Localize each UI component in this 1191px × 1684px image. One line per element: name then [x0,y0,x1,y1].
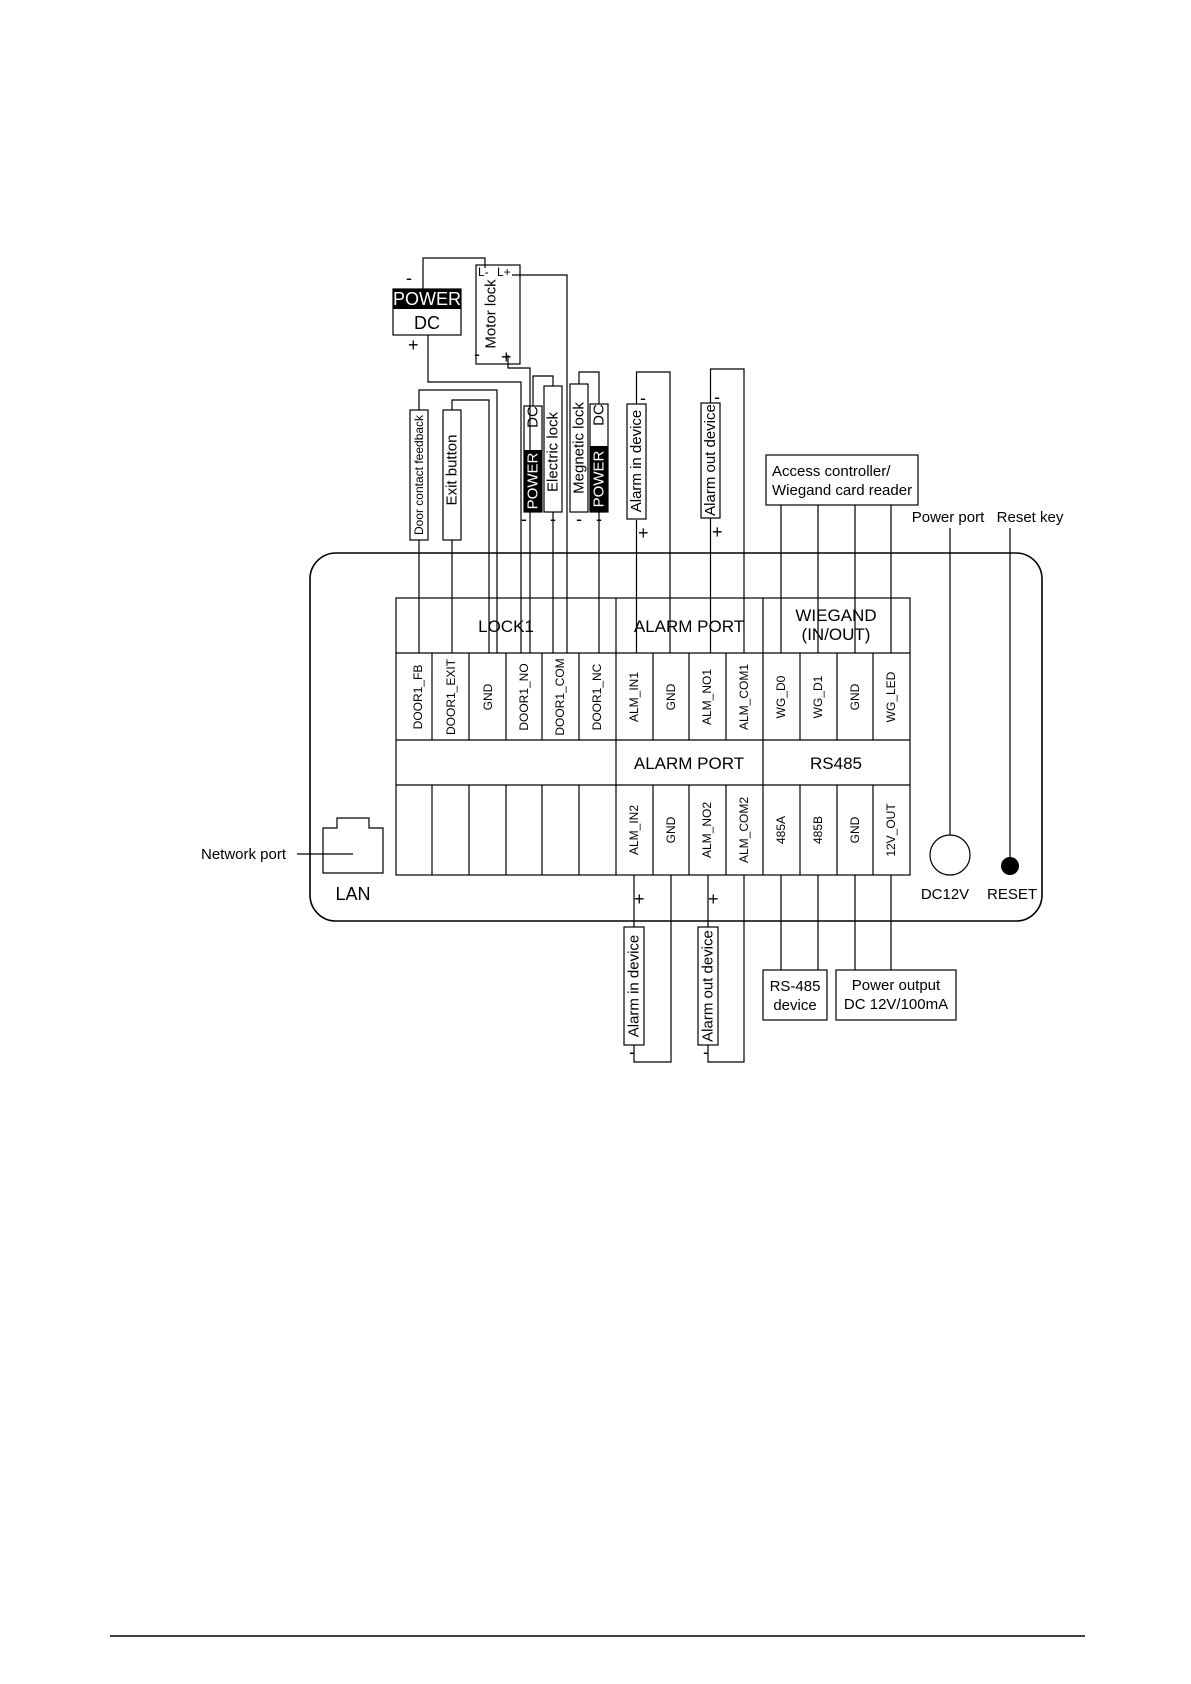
pin-label: 485A [774,816,788,844]
pin-label: WG_D0 [774,675,788,718]
power-right-fill [590,446,608,512]
power-top-label: POWER [393,289,461,309]
device-housing [309,552,1043,922]
pin-label: ALM_COM2 [737,797,751,863]
dc-right-label: DC [591,404,608,426]
pin-label: DOOR1_NO [517,663,531,730]
network-port-label: Network port [201,846,287,863]
power-right-label: POWER [591,451,608,508]
power-left-label: POWER [525,453,542,510]
power-top-fill [393,289,461,309]
alarm-in-bottom-label: Alarm in device [626,935,643,1038]
dc12v-label: DC12V [921,886,969,903]
plus-sign: + [712,522,723,542]
minus-sign: - [703,1042,709,1062]
alarm-out-bottom-label: Alarm out device [700,930,717,1042]
pin-label: WG_LED [884,671,898,722]
motor-lock-l-plus: L+ [497,265,511,279]
pin-label: GND [848,683,862,710]
alarm-out-top-label: Alarm out device [702,404,719,516]
plus-sign: + [634,889,645,909]
wiegand-reader-label: Wiegand card reader [772,482,912,499]
pin-label: WG_D1 [811,675,825,718]
minus-sign: - [640,388,646,408]
dc-left-label: DC [525,406,542,428]
pin-label: ALM_IN1 [627,672,641,722]
pin-label: ALM_COM1 [737,664,751,730]
minus-sign: - [406,268,412,288]
power-output-label: Power output [852,977,941,994]
plus-sign: + [408,335,419,355]
rs485-device-label: RS-485 [770,978,821,995]
rs485-device-box [762,969,828,1021]
pin-label: GND [664,816,678,843]
power-port-label: Power port [912,509,985,526]
section-rs485: RS485 [810,754,862,773]
power-output-box [835,969,957,1021]
power-port-icon [929,834,971,876]
pin-label: GND [481,683,495,710]
minus-sign: - [714,387,720,407]
access-controller-label: Access controller/ [772,463,891,480]
door-contact-label: Door contact feedback [412,414,426,535]
section-lock1: LOCK1 [478,617,534,636]
pin-label: 12V_OUT [884,803,898,857]
minus-sign: - [474,344,480,364]
minus-sign: - [596,509,602,529]
minus-sign: - [550,509,556,529]
pin-label: ALM_NO2 [700,802,714,858]
lan-port-icon [322,817,384,874]
section-alarm-port-bottom: ALARM PORT [634,754,744,773]
section-alarm-port-top: ALARM PORT [634,617,744,636]
access-controller-box [765,454,919,506]
pin-label: DOOR1_NC [590,663,604,730]
minus-sign: - [521,509,527,529]
lan-label: LAN [335,884,370,904]
minus-sign: - [629,1042,635,1062]
magnetic-lock-label: Megnetic lock [571,402,588,494]
pin-label: GND [664,683,678,710]
pin-label: ALM_IN2 [627,805,641,855]
reset-key-icon [1001,857,1019,875]
reset-label: RESET [987,886,1037,903]
motor-lock-l-minus: L- [478,265,489,279]
electric-lock-label: Electric lock [545,411,562,492]
reset-key-label: Reset key [997,509,1064,526]
plus-sign: + [638,523,649,543]
motor-lock-label: Motor lock [483,279,500,349]
plus-sign: + [708,889,719,909]
pin-label: 485B [811,816,825,844]
section-wiegand: WIEGAND [795,606,876,625]
minus-sign: - [576,509,582,529]
power-left-fill [524,450,542,512]
power-output-spec: DC 12V/100mA [844,996,948,1013]
rs485-device-sub: device [773,997,816,1014]
motor-lock-box [475,264,521,365]
pin-label: DOOR1_FB [411,665,425,730]
section-wiegand-sub: (IN/OUT) [802,625,871,644]
pin-label: ALM_NO1 [700,669,714,725]
power-dc-label: DC [414,313,440,333]
plus-sign: + [501,347,512,367]
alarm-in-top-label: Alarm in device [628,410,645,513]
pin-label: GND [848,816,862,843]
exit-button-label: Exit button [444,435,461,506]
pin-label: DOOR1_EXIT [444,658,458,735]
pin-label: DOOR1_COM [553,658,567,735]
